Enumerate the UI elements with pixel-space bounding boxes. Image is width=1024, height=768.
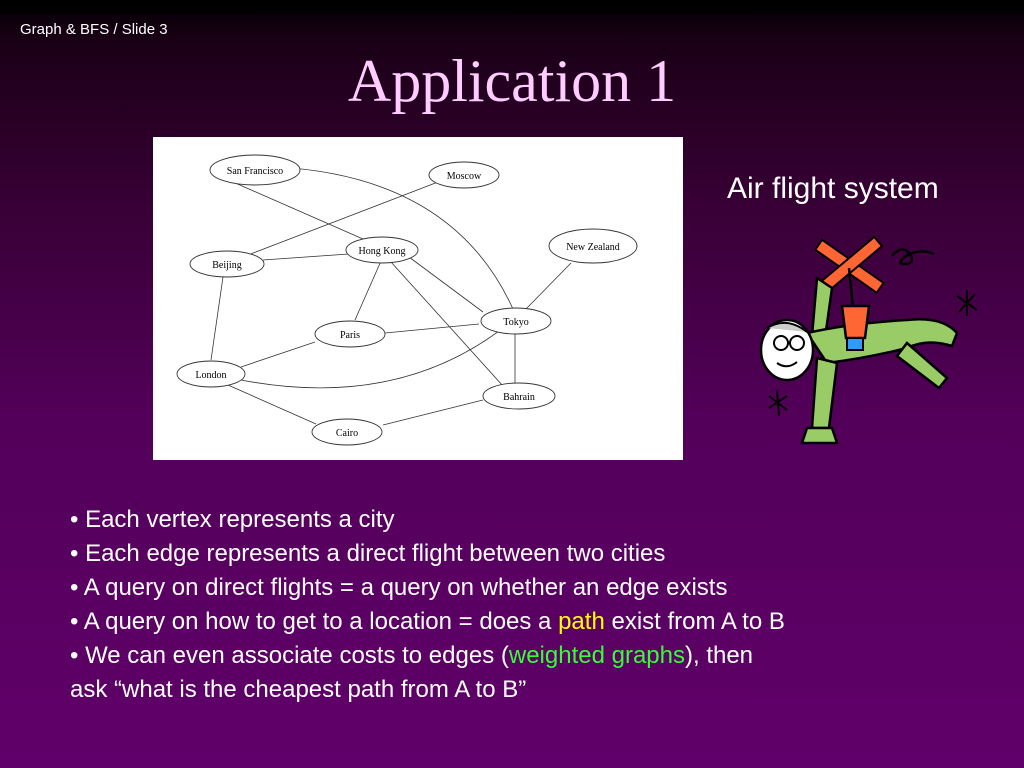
bullet-path-pre: • A query on how to get to a location = … xyxy=(70,608,559,635)
node-nz xyxy=(548,228,638,264)
edge-paris-tokyo xyxy=(384,323,480,334)
node-moscow xyxy=(428,161,500,189)
helicopter-person-icon xyxy=(757,228,995,458)
bullet-direct-query: • A query on direct flights = a query on… xyxy=(70,574,728,601)
bullet-cheapest: ask “what is the cheapest path from A to… xyxy=(70,676,527,703)
edge-london-tokyo xyxy=(240,330,500,389)
node-tokyo xyxy=(480,307,552,335)
edge-beijing-hk xyxy=(262,253,350,261)
node-sf xyxy=(209,154,301,186)
weighted-highlight: weighted graphs xyxy=(508,642,685,669)
label-london: London xyxy=(195,370,226,381)
bullet-weighted-pre: • We can even associate costs to edges ( xyxy=(70,642,509,669)
slide-label: Graph & BFS / Slide 3 xyxy=(20,21,168,38)
label-beijing: Beijing xyxy=(212,260,241,271)
edge-hk-paris xyxy=(354,260,382,321)
edge-sf-hk xyxy=(232,181,364,240)
top-bar xyxy=(0,0,1024,14)
flight-graph-diagram: San Francisco Moscow Hong Kong New Zeala… xyxy=(153,137,683,460)
label-paris: Paris xyxy=(340,330,360,341)
bullet-weighted-post: ), then xyxy=(684,642,754,669)
bullet-path-query: • A query on how to get to a location = … xyxy=(70,605,970,639)
label-sf: San Francisco xyxy=(227,166,283,177)
node-bahrain xyxy=(482,382,556,410)
edge-hk-tokyo xyxy=(408,256,484,313)
bullet-vertex: • Each vertex represents a city xyxy=(70,506,395,533)
label-moscow: Moscow xyxy=(447,171,482,182)
bullet-edge: • Each edge represents a direct flight b… xyxy=(70,540,666,567)
node-cairo xyxy=(311,418,383,446)
node-beijing xyxy=(189,250,265,278)
node-london xyxy=(176,360,246,388)
path-highlight: path xyxy=(558,608,605,635)
edge-sf-tokyo xyxy=(277,166,514,310)
label-hk: Hong Kong xyxy=(359,246,406,257)
edge-hk-bahrain xyxy=(390,261,504,387)
label-tokyo: Tokyo xyxy=(503,317,528,328)
edge-beijing-moscow xyxy=(247,181,439,256)
bullet-list: • Each vertex represents a city • Each e… xyxy=(70,503,970,707)
edge-beijing-london xyxy=(210,276,224,361)
slide-subtitle: Air flight system xyxy=(727,172,939,205)
edge-nz-tokyo xyxy=(525,262,572,310)
node-hk xyxy=(345,236,419,264)
edge-cairo-bahrain xyxy=(382,399,484,426)
label-nz: New Zealand xyxy=(566,242,620,253)
label-cairo: Cairo xyxy=(336,428,358,439)
edge-london-paris xyxy=(240,341,316,368)
edge-london-cairo xyxy=(227,384,317,425)
bullet-weighted: • We can even associate costs to edges (… xyxy=(70,639,970,673)
bullet-path-post: exist from A to B xyxy=(604,608,785,635)
node-paris xyxy=(314,320,386,348)
label-bahrain: Bahrain xyxy=(503,392,535,403)
slide-title: Application 1 xyxy=(347,48,677,114)
